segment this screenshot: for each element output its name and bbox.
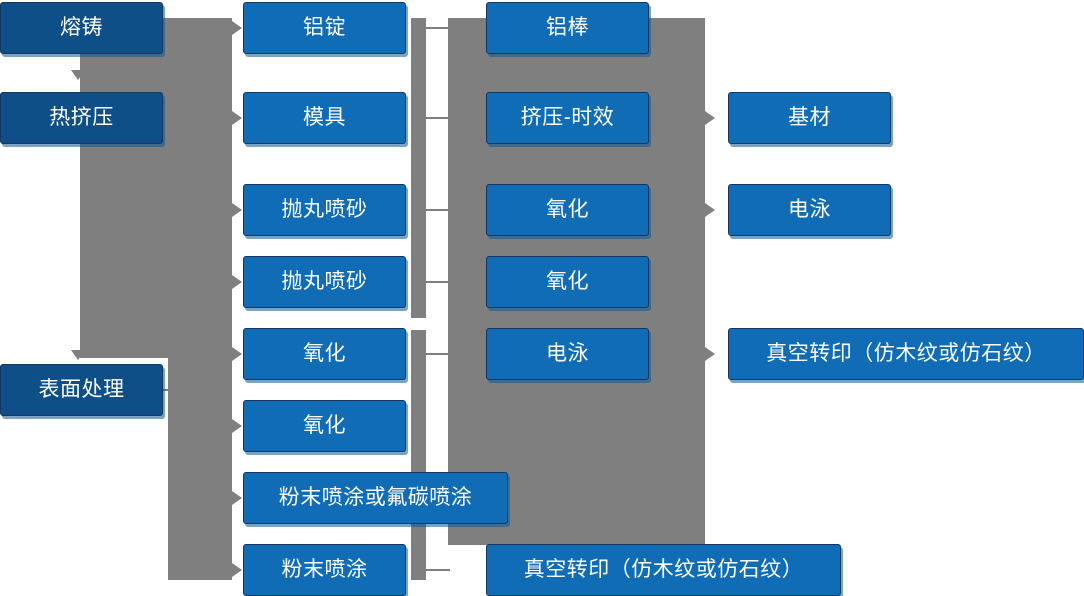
process-powder-coating[interactable]: 粉末喷涂	[243, 544, 406, 596]
connector-left-trunk-upper	[80, 18, 232, 358]
connector-arrow-to-electrophoresis-output	[705, 203, 715, 217]
treatment-oxidation-1[interactable]: 氧化	[486, 184, 649, 236]
treatment-aluminium-bar[interactable]: 铝棒	[486, 2, 649, 54]
connector-arrow-to-aluminium-ingot	[232, 21, 242, 35]
connector-surface-treatment-join	[163, 389, 175, 391]
connector-stub-electrophoresis	[426, 353, 450, 355]
connector-arrow-to-oxidation-1	[232, 347, 242, 361]
process-oxidation-2[interactable]: 氧化	[243, 400, 406, 452]
process-oxidation-1[interactable]: 氧化	[243, 328, 406, 380]
connector-arrow-to-oxidation-2	[232, 419, 242, 433]
output-substrate[interactable]: 基材	[728, 92, 891, 144]
treatment-electrophoresis[interactable]: 电泳	[486, 328, 649, 380]
connector-middle-spine-lower	[411, 330, 426, 580]
stage-surface-treatment[interactable]: 表面处理	[0, 364, 163, 416]
connector-left-trunk-lower	[168, 358, 232, 580]
connector-arrow-to-hot-extrude	[71, 70, 85, 80]
stage-melt-cast[interactable]: 熔铸	[0, 2, 163, 54]
process-shot-blast-2[interactable]: 抛丸喷砂	[243, 256, 406, 308]
process-mould[interactable]: 模具	[243, 92, 406, 144]
connector-arrow-to-powder-coating	[232, 563, 242, 577]
connector-stub-aluminium-bar	[426, 27, 450, 29]
output-vacuum-transfer-printing[interactable]: 真空转印（仿木纹或仿石纹）	[728, 328, 1084, 380]
treatment-vacuum-transfer-printing[interactable]: 真空转印（仿木纹或仿石纹）	[486, 544, 841, 596]
connector-stub-oxidation-1	[426, 209, 450, 211]
connector-arrow-to-mould	[232, 111, 242, 125]
connector-stub-extrude-aging	[426, 117, 450, 119]
process-shot-blast-1[interactable]: 抛丸喷砂	[243, 184, 406, 236]
connector-arrow-to-substrate	[705, 111, 715, 125]
connector-stub-vacuum-transfer	[426, 569, 450, 571]
treatment-extrude-aging[interactable]: 挤压-时效	[486, 92, 649, 144]
connector-arrow-to-shot-blast-2	[232, 275, 242, 289]
connector-arrow-to-powder-or-fluorocarbon	[232, 491, 242, 505]
connector-middle-spine-upper	[411, 18, 426, 318]
connector-stub-oxidation-2	[426, 281, 450, 283]
treatment-oxidation-2[interactable]: 氧化	[486, 256, 649, 308]
connector-arrow-to-vacuum-transfer-output	[705, 347, 715, 361]
connector-arrow-to-surface-treatment	[71, 350, 85, 360]
connector-arrow-to-shot-blast-1	[232, 203, 242, 217]
process-powder-or-fluorocarbon-coating[interactable]: 粉末喷涂或氟碳喷涂	[243, 472, 508, 524]
output-electrophoresis[interactable]: 电泳	[728, 184, 891, 236]
stage-hot-extrude[interactable]: 热挤压	[0, 92, 163, 144]
process-aluminium-ingot[interactable]: 铝锭	[243, 2, 406, 54]
